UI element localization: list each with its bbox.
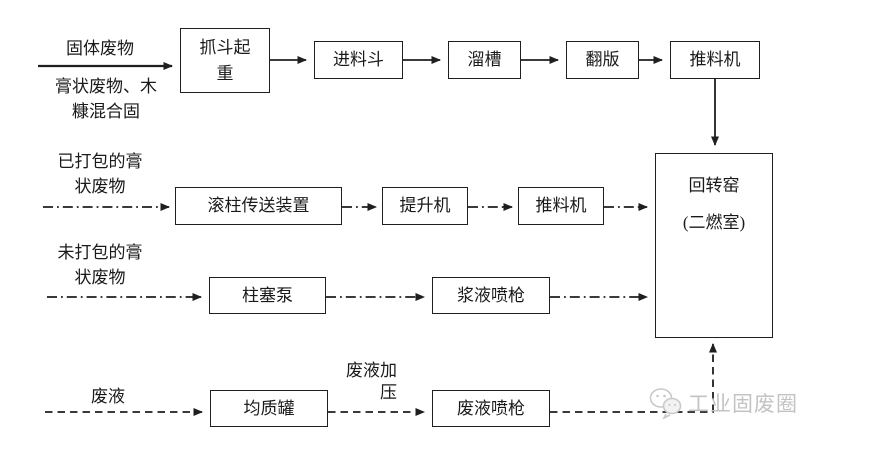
node-rotary-kiln: 回转窑 (二燃室) <box>655 153 773 338</box>
row2-input-label: 已打包的膏 状废物 <box>57 152 143 196</box>
row1-input-label: 固体废物 <box>66 39 134 58</box>
watermark: 工业固废圈 <box>648 387 798 419</box>
node-pusher-top: 推料机 <box>670 41 760 79</box>
node-feed-hopper: 进料斗 <box>314 41 403 79</box>
node-chute: 溜槽 <box>448 41 521 79</box>
node-flip-plate: 翻版 <box>566 41 639 79</box>
wechat-logo-icon <box>649 388 682 419</box>
row1-input-sublabel: 膏状废物、木 糠混合固 <box>55 77 157 121</box>
node-roller-conveyor: 滚柱传送装置 <box>175 187 342 225</box>
row1-solid-connectors <box>38 56 719 146</box>
node-waste-liquid-spray-gun: 废液喷枪 <box>432 390 550 427</box>
row3-input-label: 未打包的膏 状废物 <box>57 243 143 287</box>
node-plunger-pump: 柱塞泵 <box>209 277 326 314</box>
pressurization-edge-label: 废液加 压 <box>346 361 397 402</box>
watermark-text: 工业固废圈 <box>688 393 798 416</box>
row4-dashed-connectors <box>45 343 717 416</box>
node-slurry-spray-gun: 浆液喷枪 <box>432 277 550 314</box>
node-homogenizing-tank: 均质罐 <box>210 390 328 427</box>
row4-input-label: 废液 <box>91 387 125 406</box>
node-elevator: 提升机 <box>382 187 468 225</box>
node-pusher-mid: 推料机 <box>518 187 604 225</box>
node-grab-crane: 抓斗起 重 <box>180 28 270 93</box>
